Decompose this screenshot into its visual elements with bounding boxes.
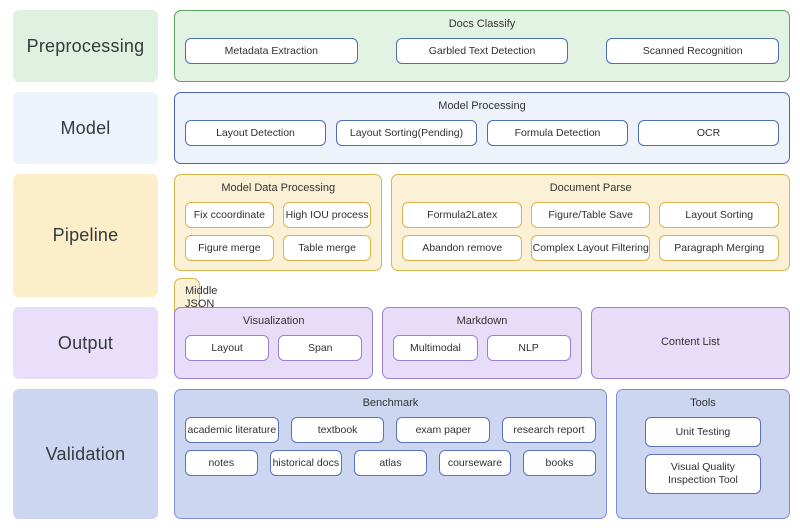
chips-model-data-processing-row2: Figure merge Table merge	[185, 235, 372, 261]
chips-markdown: Multimodal NLP	[393, 335, 571, 361]
chips-docs-classify: Metadata Extraction Garbled Text Detecti…	[185, 38, 780, 64]
row-pipeline: Pipeline Model Data Processing Fix ccoor…	[13, 174, 790, 318]
chips-document-parse-row2: Abandon remove Complex Layout Filtering …	[402, 235, 780, 261]
panel-content-list: Content List	[590, 307, 790, 379]
panel-title-model-data-processing: Model Data Processing	[221, 182, 336, 194]
model-content: Model Processing Layout Detection Layout…	[174, 92, 790, 164]
chip-scanned-recognition[interactable]: Scanned Recognition	[606, 38, 780, 64]
panel-docs-classify: Docs Classify Metadata Extraction Garble…	[174, 10, 790, 82]
chip-academic-literature[interactable]: academic literature	[185, 417, 279, 443]
panel-model-data-processing: Model Data Processing Fix ccoordinate Hi…	[174, 174, 383, 271]
panel-visualization: Visualization Layout Span	[174, 307, 374, 379]
panel-benchmark: Benchmark academic literature textbook e…	[174, 389, 607, 519]
chip-visual-quality-inspection-tool[interactable]: Visual Quality Inspection Tool	[644, 454, 761, 494]
row-validation: Validation Benchmark academic literature…	[13, 389, 790, 519]
pipeline-content: Model Data Processing Fix ccoordinate Hi…	[174, 174, 790, 318]
chip-layout-sorting-pending[interactable]: Layout Sorting(Pending)	[336, 120, 477, 146]
chip-figure-merge[interactable]: Figure merge	[185, 235, 274, 261]
preprocessing-content: Docs Classify Metadata Extraction Garble…	[174, 10, 790, 82]
row-preprocessing: Preprocessing Docs Classify Metadata Ext…	[13, 10, 790, 82]
validation-content: Benchmark academic literature textbook e…	[174, 389, 790, 519]
panel-title-tools: Tools	[690, 397, 716, 409]
panel-title-docs-classify: Docs Classify	[448, 18, 516, 30]
panel-model-processing: Model Processing Layout Detection Layout…	[174, 92, 790, 164]
chip-nlp[interactable]: NLP	[486, 335, 571, 361]
chip-unit-testing[interactable]: Unit Testing	[644, 417, 761, 447]
chip-span[interactable]: Span	[278, 335, 363, 361]
chip-atlas[interactable]: atlas	[354, 450, 427, 476]
panel-title-model-processing: Model Processing	[438, 100, 526, 112]
panel-title-content-list: Content List	[660, 335, 720, 348]
chip-notes[interactable]: notes	[185, 450, 258, 476]
chip-complex-layout-filtering[interactable]: Complex Layout Filtering	[530, 235, 651, 261]
output-content: Visualization Layout Span Markdown Multi…	[174, 307, 790, 379]
chip-research-report[interactable]: research report	[502, 417, 596, 443]
panel-markdown: Markdown Multimodal NLP	[382, 307, 582, 379]
chip-exam-paper[interactable]: exam paper	[396, 417, 491, 443]
chips-benchmark-row1: academic literature textbook exam paper …	[185, 417, 596, 443]
panel-tools: Tools Unit Testing Visual Quality Inspec…	[615, 389, 790, 519]
chips-tools: Unit Testing Visual Quality Inspection T…	[627, 417, 779, 494]
chip-abandon-remove[interactable]: Abandon remove	[402, 235, 522, 261]
chip-layout[interactable]: Layout	[185, 335, 270, 361]
chip-high-iou-process[interactable]: High IOU process	[282, 202, 372, 228]
chip-metadata-extraction[interactable]: Metadata Extraction	[185, 38, 358, 64]
stage-label-validation: Validation	[13, 389, 158, 519]
stage-label-output: Output	[13, 307, 158, 379]
panel-title-benchmark: Benchmark	[362, 397, 419, 409]
chip-layout-detection[interactable]: Layout Detection	[185, 120, 326, 146]
chips-benchmark-row2: notes historical docs atlas courseware b…	[185, 450, 596, 476]
panel-title-markdown: Markdown	[456, 315, 508, 327]
chip-fix-ccoordinate[interactable]: Fix ccoordinate	[185, 202, 274, 228]
chip-paragraph-merging[interactable]: Paragraph Merging	[659, 235, 780, 261]
chips-visualization: Layout Span	[185, 335, 363, 361]
row-model: Model Model Processing Layout Detection …	[13, 92, 790, 164]
chip-textbook[interactable]: textbook	[290, 417, 385, 443]
chip-ocr[interactable]: OCR	[638, 120, 779, 146]
chip-figure-table-save[interactable]: Figure/Table Save	[530, 202, 651, 228]
chips-model-data-processing-row1: Fix ccoordinate High IOU process	[185, 202, 372, 228]
chip-formula2latex[interactable]: Formula2Latex	[402, 202, 522, 228]
stage-label-preprocessing: Preprocessing	[13, 10, 158, 82]
panel-document-parse: Document Parse Formula2Latex Figure/Tabl…	[391, 174, 790, 271]
chip-layout-sorting[interactable]: Layout Sorting	[659, 202, 780, 228]
stage-label-model: Model	[13, 92, 158, 164]
chips-model-processing: Layout Detection Layout Sorting(Pending)…	[185, 120, 779, 146]
panel-title-visualization: Visualization	[242, 315, 305, 327]
stage-label-pipeline: Pipeline	[13, 174, 158, 297]
chip-historical-docs[interactable]: historical docs	[269, 450, 343, 476]
chip-formula-detection[interactable]: Formula Detection	[487, 120, 628, 146]
chip-garbled-text-detection[interactable]: Garbled Text Detection	[395, 38, 569, 64]
chip-multimodal[interactable]: Multimodal	[393, 335, 478, 361]
chip-table-merge[interactable]: Table merge	[282, 235, 372, 261]
row-output: Output Visualization Layout Span Markdow…	[13, 307, 790, 379]
chip-courseware[interactable]: courseware	[438, 450, 512, 476]
chips-document-parse-row1: Formula2Latex Figure/Table Save Layout S…	[402, 202, 780, 228]
panel-title-document-parse: Document Parse	[549, 182, 632, 194]
chip-books[interactable]: books	[523, 450, 596, 476]
